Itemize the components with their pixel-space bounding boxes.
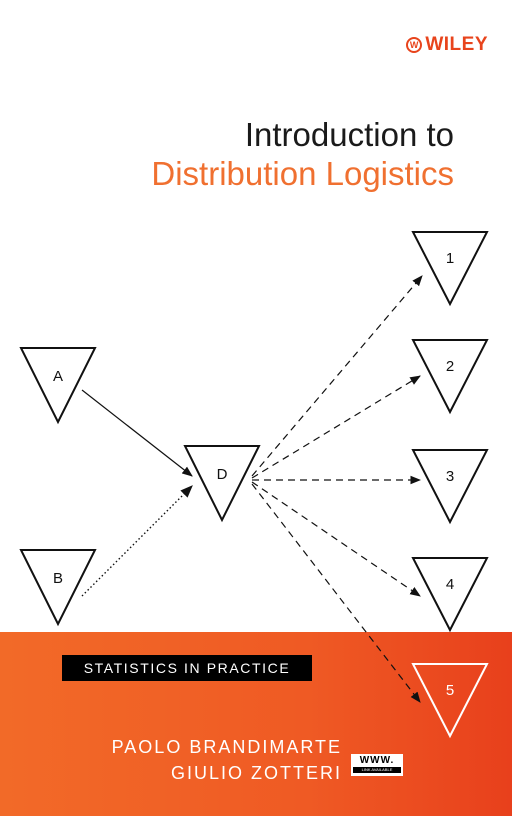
node-1: 1 xyxy=(411,231,489,307)
book-title: Introduction to Distribution Logistics xyxy=(151,116,454,194)
edge-d-4 xyxy=(251,481,421,597)
author-1: PAOLO BRANDIMARTE xyxy=(111,737,342,757)
edge-d-5 xyxy=(251,483,421,703)
series-label: STATISTICS IN PRACTICE xyxy=(62,655,312,681)
publisher-logo: W WILEY xyxy=(406,34,488,56)
edge-d-1 xyxy=(251,275,423,477)
node-2-label: 2 xyxy=(446,358,454,375)
node-4: 4 xyxy=(411,557,489,633)
publisher-name: WILEY xyxy=(425,34,488,55)
edge-a-d xyxy=(81,389,193,477)
node-4-label: 4 xyxy=(446,576,454,593)
node-5-label: 5 xyxy=(446,682,454,699)
node-3: 3 xyxy=(411,449,489,525)
diagram-edges xyxy=(81,275,423,703)
authors: PAOLO BRANDIMARTE GIULIO ZOTTERI xyxy=(112,734,342,786)
node-a: A xyxy=(19,347,97,425)
diagram-nodes: A B D 1 2 3 4 xyxy=(19,231,489,739)
online-resources-badge: WWW. LINK AVAILABLE xyxy=(351,754,403,776)
edge-b-d xyxy=(81,485,193,597)
node-3-label: 3 xyxy=(446,468,454,485)
node-d: D xyxy=(183,445,261,523)
node-1-label: 1 xyxy=(446,250,454,267)
edge-d-2 xyxy=(251,375,421,479)
author-2: GIULIO ZOTTERI xyxy=(170,763,342,783)
www-badge-subtext: LINK AVAILABLE xyxy=(353,767,401,773)
wiley-seal-icon: W xyxy=(406,37,423,53)
node-b: B xyxy=(19,549,97,627)
node-2: 2 xyxy=(411,339,489,415)
node-d-label: D xyxy=(217,466,228,483)
title-line-1: Introduction to xyxy=(244,116,454,153)
www-badge-text: WWW. xyxy=(359,755,395,766)
node-5: 5 xyxy=(411,663,489,739)
title-line-2: Distribution Logistics xyxy=(151,155,454,192)
node-b-label: B xyxy=(53,570,63,587)
node-a-label: A xyxy=(53,368,63,385)
